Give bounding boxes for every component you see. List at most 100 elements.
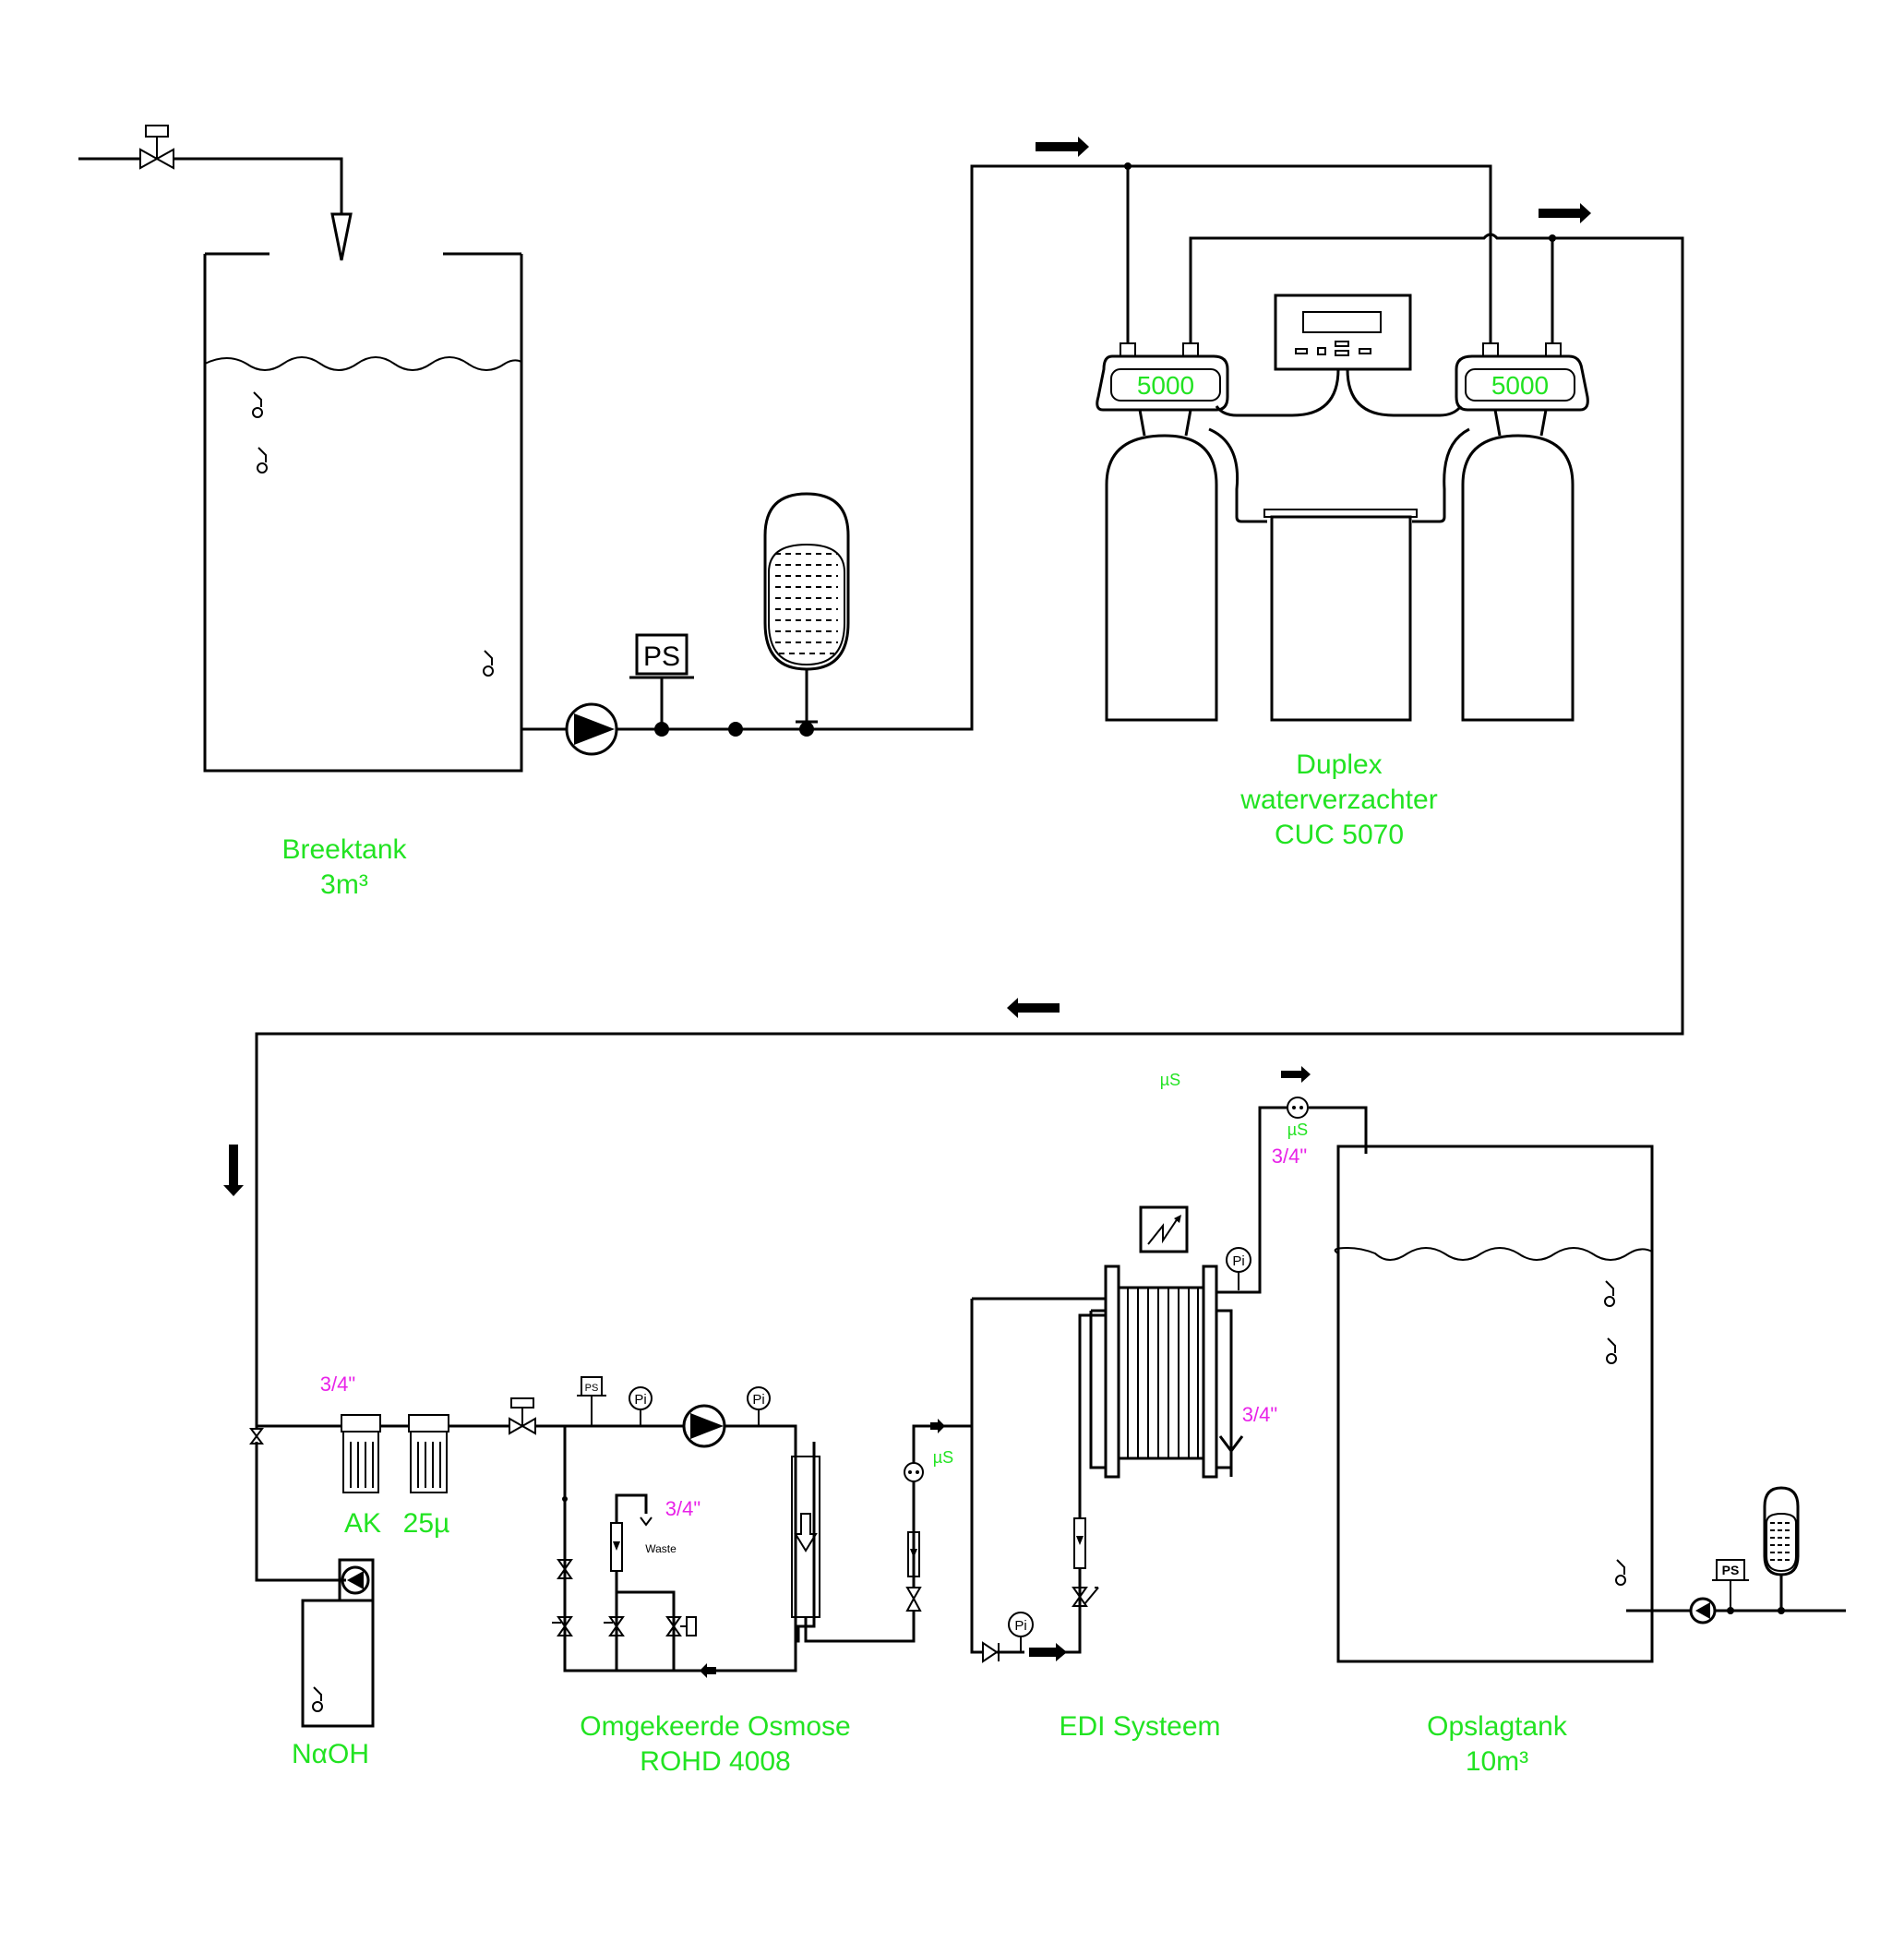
booster-pump-icon[interactable] [565,702,618,756]
edi-stack [1089,1265,1233,1479]
storage-volume: 10m³ [1466,1746,1528,1777]
size-filters: 3/4" [320,1373,355,1396]
softener-controller [1274,294,1412,371]
flowmeter [1073,1517,1086,1569]
conductivity-outlet: µS [1287,1121,1308,1139]
softener-title-line2: waterverzachter [1239,785,1437,815]
ro-highpressure-pump-icon[interactable] [682,1404,726,1448]
flow-arrow-icon [700,1663,716,1678]
expansion-vessel [1763,1486,1800,1614]
level-switch-icon [257,447,268,474]
edi-feed-line [970,1299,1106,1654]
naoh-tank [301,1599,375,1728]
flow-arrow-icon [1539,203,1591,223]
storage-title: Opslagtank [1427,1711,1568,1742]
filter-line [255,1424,509,1429]
carbon-filter [341,1414,381,1493]
distribution-pump-icon[interactable] [1689,1597,1717,1624]
pressure-switch: PS [629,633,694,729]
softener-valve-head-right: 5000 [1455,342,1589,437]
softener-vessel-left [1105,434,1218,722]
breaktank-volume: 3m³ [320,869,368,900]
junction-dot [728,722,743,737]
conductivity-sensor [1287,1097,1309,1119]
level-switch-icon [483,650,494,677]
expansion-vessel [763,492,850,729]
breaktank-title: Breektank [281,834,407,865]
brine-tank [1263,509,1418,722]
edi-rectifier-icon [1139,1205,1189,1253]
naoh-dosing-line [255,1285,346,1582]
flowmeter [610,1522,623,1572]
breaktank [203,252,523,773]
ro-title-line1: Omgekeerde Osmose [580,1711,850,1742]
pressure-gauge: Pi [1226,1247,1251,1290]
needle-valve-icon[interactable] [552,1616,573,1636]
pressure-gauge: Pi [747,1386,771,1426]
softener-display-right: 5000 [1491,371,1549,400]
check-valve-icon [982,1641,1000,1663]
softener-vessel-right [1461,434,1575,722]
flow-arrow-icon [1281,1066,1311,1083]
bypass-line [617,1590,676,1671]
needle-valve-icon[interactable] [1072,1587,1099,1607]
level-switch-icon [1604,1280,1615,1307]
junction-dot [1727,1607,1734,1614]
level-switch-icon [1606,1337,1617,1364]
permeate-riser [912,1424,972,1532]
permeate-line [804,1532,916,1643]
check-valve-icon [905,1587,922,1612]
pi-edi-out-label: Pi [1232,1253,1244,1269]
flow-arrow-icon [930,1419,945,1433]
size-edi-drain: 3/4" [1242,1403,1277,1426]
flow-arrow-icon [1007,998,1060,1018]
conductivity-ro: µS [933,1448,953,1467]
ps-storage-label: PS [1722,1563,1740,1577]
pi-ro-1-label: Pi [634,1392,646,1408]
ro-feed-line [535,1424,816,1643]
solenoid-valve-icon[interactable] [665,1616,697,1636]
ro-solenoid-valve-icon[interactable] [509,1397,536,1435]
conductivity-top: µS [1160,1071,1180,1089]
softened-water-line [255,233,1684,1285]
size-waste: 3/4" [665,1497,701,1520]
drain-funnel-icon [640,1516,653,1527]
inlet-solenoid-valve-icon[interactable] [139,125,174,170]
ps-main-label: PS [643,641,680,672]
conductivity-sensor [904,1462,924,1482]
brine-line [1412,427,1470,523]
junction-dot [562,1496,568,1502]
feed-line [521,162,1492,731]
check-valve-icon [249,1428,264,1445]
product-line [1216,1106,1368,1294]
level-switch-icon [252,391,263,418]
edi-title: EDI Systeem [1059,1711,1220,1742]
pi-edi-in-label: Pi [1014,1618,1026,1634]
ak-filter-label: AK [344,1508,381,1539]
waste-line [615,1493,648,1671]
check-valve-icon [557,1559,573,1579]
brine-line [1208,427,1267,523]
naoh-label: NαOH [292,1739,369,1769]
fill-pattern [775,553,838,654]
level-switch-icon [1615,1559,1626,1586]
inlet-line [78,157,353,261]
micron-filter-label: 25µ [403,1508,450,1539]
micron-filter [408,1414,449,1493]
controller-cable [1215,368,1340,417]
controller-cable [1346,368,1463,417]
needle-valve-icon[interactable] [604,1616,625,1636]
pressure-gauge: Pi [629,1386,653,1426]
ro-concentrate-loop [563,1426,797,1672]
pressure-switch: PS [1712,1559,1749,1611]
junction-dot [654,722,669,737]
softener-title-line1: Duplex [1296,749,1382,780]
flow-arrow-icon [1036,137,1089,157]
pi-ro-2-label: Pi [752,1392,764,1408]
storage-tank [1334,1145,1654,1663]
waste-label: Waste [645,1542,677,1555]
flow-arrow-icon [1029,1643,1067,1661]
softener-valve-head-left: 5000 [1096,342,1229,437]
pressure-switch: PS [577,1376,606,1426]
size-outlet: 3/4" [1272,1145,1307,1168]
